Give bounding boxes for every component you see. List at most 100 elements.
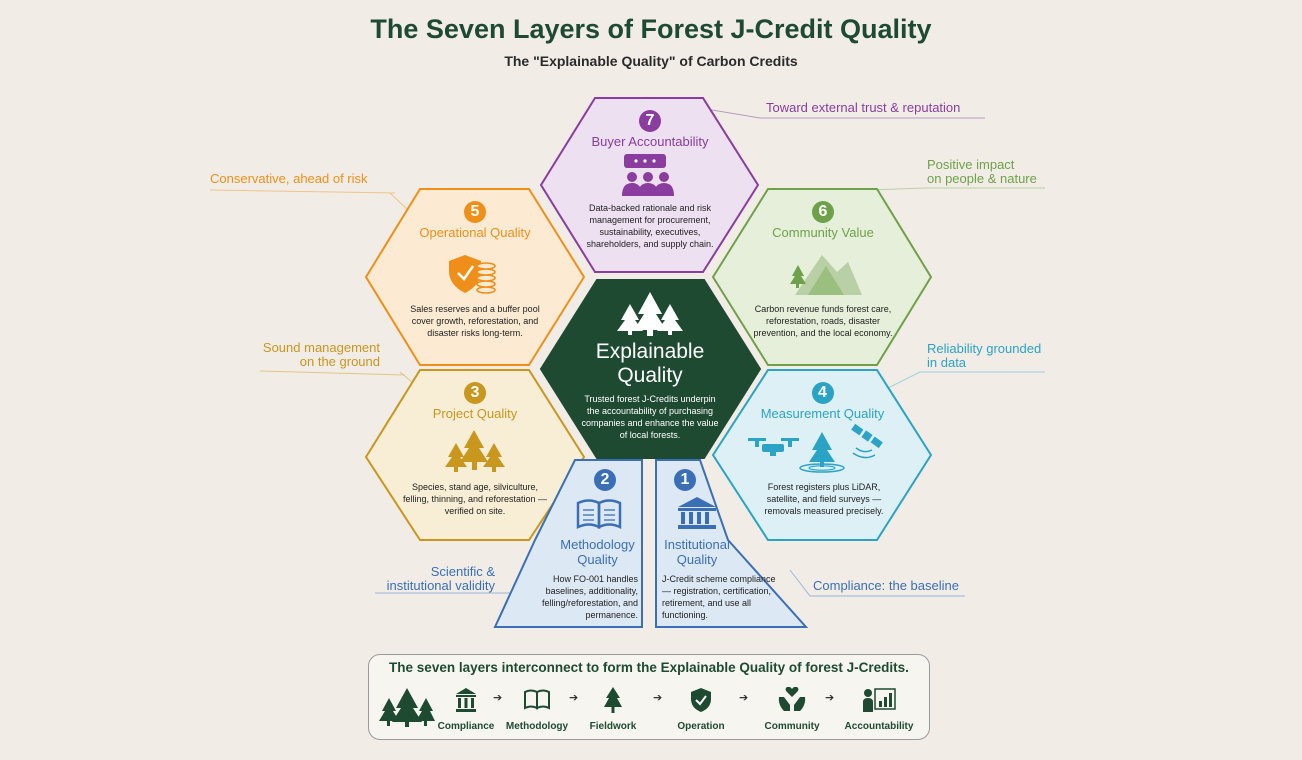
- tree-icon: [799, 432, 845, 473]
- layer-name-institutional-line1: Institutional: [664, 537, 730, 552]
- satellite-icon: [851, 423, 883, 459]
- layer-number-methodology-block: 2: [560, 469, 670, 491]
- layer-desc-institutional: J-Credit scheme compliance — registratio…: [662, 574, 776, 620]
- center-description: Trusted forest J-Credits underpin the ac…: [581, 394, 719, 440]
- callout-community: Positive impact on people & nature: [927, 158, 1037, 186]
- building-icon: [678, 497, 716, 529]
- book-icon: [524, 689, 550, 710]
- building-icon: [456, 688, 476, 712]
- layer-desc-institutional-block: J-Credit scheme compliance — registratio…: [662, 573, 780, 621]
- callout-project-line1: Sound management: [262, 340, 380, 355]
- summary-forest: [377, 681, 437, 731]
- layer-desc-operational-block: Sales reserves and a buffer pool cover g…: [408, 303, 542, 339]
- trees-icon: [379, 688, 435, 727]
- person-chart-icon: [863, 688, 896, 712]
- callout-project: Sound management on the ground: [250, 341, 380, 369]
- arrow-right-icon: ➔: [569, 692, 579, 704]
- page-subtitle: The "Explainable Quality" of Carbon Cred…: [504, 53, 798, 69]
- summary-step-methodology: Methodology: [505, 681, 569, 732]
- layer-buyer: 7 Buyer Accountability: [570, 110, 730, 149]
- layer-name-measurement: Measurement Quality: [760, 406, 885, 421]
- tree-icon: [604, 687, 622, 713]
- callout-methodology-line2: institutional validity: [386, 578, 495, 593]
- arrow-right-icon: ➔: [825, 692, 835, 704]
- layer-number-4: 4: [811, 382, 834, 404]
- people-presentation-icon: [622, 154, 674, 196]
- layer-number-7: 7: [639, 110, 661, 132]
- summary-step-label: Community: [764, 721, 820, 732]
- summary-step-label: Methodology: [505, 721, 569, 732]
- callout-measurement: Reliability grounded in data: [927, 342, 1041, 370]
- layer-name-methodology-line1: Methodology: [560, 537, 635, 552]
- coniferous-trees-icon: [445, 430, 505, 472]
- callout-project-line2: on the ground: [299, 354, 380, 369]
- layer-desc-methodology: How FO-001 handles baselines, additional…: [541, 574, 638, 620]
- layer-desc-operational: Sales reserves and a buffer pool cover g…: [410, 304, 540, 338]
- layer-desc-buyer-block: Data-backed rationale and risk managemen…: [575, 202, 725, 250]
- summary-step-compliance: Compliance: [433, 681, 499, 732]
- trees-icon: [617, 292, 683, 336]
- layer-name-buyer: Buyer Accountability: [591, 134, 709, 149]
- layer-desc-buyer: Data-backed rationale and risk managemen…: [586, 203, 714, 249]
- layer-desc-methodology-block: How FO-001 handles baselines, additional…: [510, 573, 638, 621]
- layer-number-1: 1: [674, 469, 696, 491]
- shield-check-icon: [691, 688, 711, 712]
- center-title-line1: Explainable: [595, 340, 705, 363]
- callout-buyer: Toward external trust & reputation: [766, 100, 961, 115]
- book-icon: [576, 499, 622, 530]
- summary-step-label: Accountability: [844, 721, 914, 732]
- summary-step-fieldwork: Fieldwork: [583, 681, 643, 732]
- callout-line-community: [869, 187, 1045, 191]
- summary-title: The seven layers interconnect to form th…: [389, 660, 909, 675]
- layer-name-project: Project Quality: [432, 406, 518, 421]
- center-block: Explainable Quality Trusted forest J-Cre…: [560, 340, 740, 441]
- callout-institutional: Compliance: the baseline: [813, 578, 959, 593]
- arrow-right-icon: ➔: [653, 692, 663, 704]
- shield-coins-icon: [449, 255, 496, 294]
- hands-heart-icon: [778, 687, 806, 711]
- layer-project: 3 Project Quality: [400, 382, 550, 421]
- summary-step-label: Compliance: [437, 721, 495, 732]
- callout-line-institutional: [789, 569, 965, 597]
- layer-desc-community: Carbon revenue funds forest care, refore…: [753, 304, 893, 338]
- arrow-right-icon: ➔: [493, 692, 503, 704]
- layer-community: 6 Community Value: [748, 201, 898, 240]
- mountains-icon: [790, 255, 862, 295]
- layer-number-5: 5: [464, 201, 486, 223]
- callout-line-measurement: [879, 371, 1045, 393]
- arrow-right-icon: ➔: [739, 692, 749, 704]
- summary-step-label: Fieldwork: [589, 721, 637, 732]
- layer-number-2: 2: [594, 469, 616, 491]
- layer-measurement: 4 Measurement Quality: [745, 382, 900, 421]
- callout-line-operational: [209, 189, 396, 194]
- callout-line-buyer: [699, 107, 985, 119]
- layer-desc-measurement: Forest registers plus LiDAR, satellite, …: [764, 482, 884, 516]
- layer-desc-project-block: Species, stand age, silviculture, fellin…: [400, 481, 550, 517]
- layer-methodology: Methodology Quality: [545, 535, 650, 567]
- page-title: The Seven Layers of Forest J-Credit Qual…: [370, 14, 932, 44]
- callout-methodology-line1: Scientific &: [430, 564, 495, 579]
- layer-operational: 5 Operational Quality: [400, 201, 550, 240]
- hex-center: [539, 279, 762, 459]
- layer-name-community: Community Value: [772, 225, 874, 240]
- layer-institutional: Institutional Quality: [652, 535, 742, 567]
- callout-community-line2: on people & nature: [927, 171, 1037, 186]
- callout-measurement-line1: Reliability grounded: [927, 341, 1042, 356]
- callout-measurement-line2: in data: [927, 355, 967, 370]
- layer-name-operational: Operational Quality: [419, 225, 531, 240]
- callout-methodology: Scientific & institutional validity: [365, 565, 495, 593]
- summary-step-community: Community: [759, 681, 825, 732]
- layer-desc-measurement-block: Forest registers plus LiDAR, satellite, …: [758, 481, 890, 517]
- summary-step-operation: Operation: [669, 681, 733, 732]
- layer-desc-community-block: Carbon revenue funds forest care, refore…: [748, 303, 898, 339]
- layer-number-institutional-block: 1: [673, 469, 697, 491]
- layer-number-6: 6: [812, 201, 834, 223]
- summary-step-accountability: Accountability: [841, 681, 917, 732]
- layer-name-methodology-line2: Quality: [577, 552, 618, 567]
- summary-panel: The seven layers interconnect to form th…: [368, 654, 930, 740]
- summary-step-label: Operation: [677, 721, 725, 732]
- layer-desc-project: Species, stand age, silviculture, fellin…: [402, 482, 548, 516]
- drone-icon: [748, 438, 799, 456]
- layer-name-institutional-line2: Quality: [676, 552, 718, 567]
